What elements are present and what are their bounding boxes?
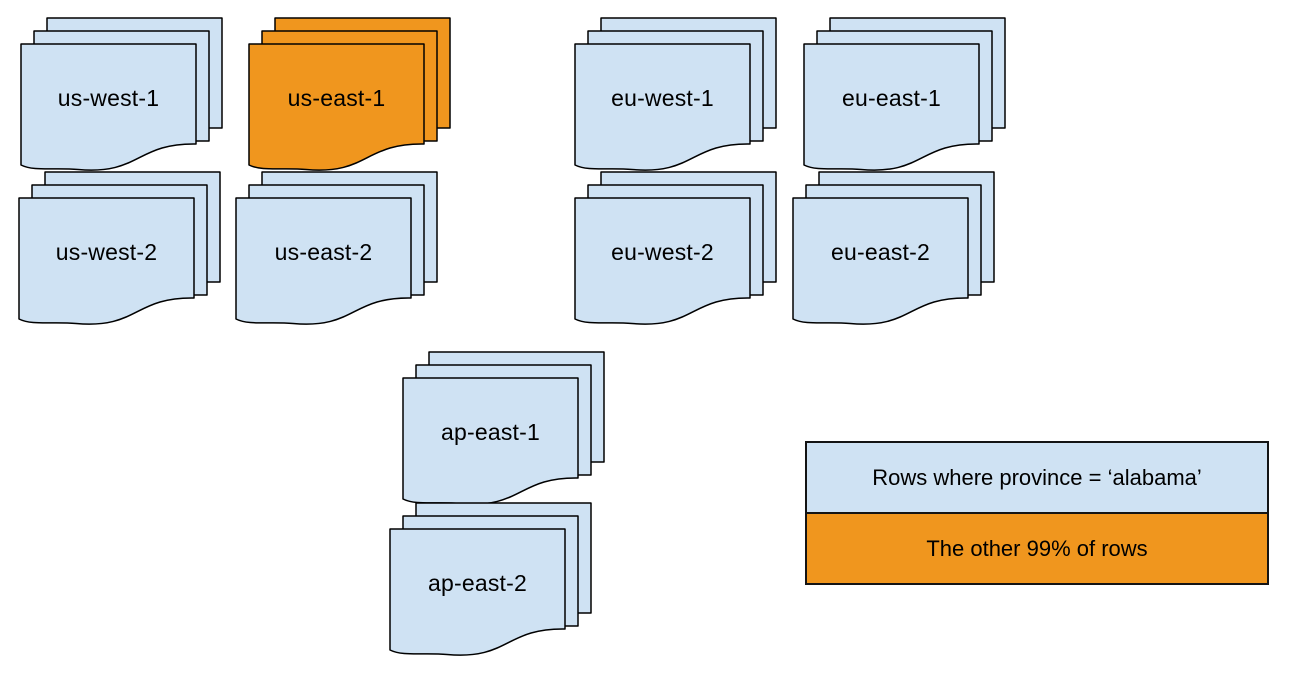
document-stack-us-west-2: us-west-2 (18, 171, 222, 329)
document-stack-eu-west-1: eu-west-1 (574, 17, 778, 175)
stacked-documents-icon (389, 502, 592, 656)
document-stack-eu-east-1: eu-east-1 (803, 17, 1007, 175)
document-stack-ap-east-1: ap-east-1 (402, 351, 606, 509)
stacked-documents-icon (574, 17, 777, 171)
stacked-documents-icon (235, 171, 438, 325)
region-label: us-east-2 (274, 238, 373, 265)
document-stack-us-east-1: us-east-1 (248, 17, 452, 175)
document-stack-eu-west-2: eu-west-2 (574, 171, 778, 329)
stacked-documents-icon (792, 171, 995, 325)
region-label: eu-east-1 (842, 84, 941, 111)
region-label: ap-east-2 (428, 569, 527, 596)
region-label: eu-east-2 (831, 238, 930, 265)
stacked-documents-icon (803, 17, 1006, 171)
legend-item-label: Rows where province = ‘alabama’ (872, 464, 1202, 490)
stacked-documents-icon (248, 17, 451, 171)
document-stack-us-west-1: us-west-1 (20, 17, 224, 175)
legend-item-other-rows: The other 99% of rows (807, 514, 1267, 583)
document-stack-ap-east-2: ap-east-2 (389, 502, 593, 660)
document-stack-us-east-2: us-east-2 (235, 171, 439, 329)
document-stack-eu-east-2: eu-east-2 (792, 171, 996, 329)
stacked-documents-icon (402, 351, 605, 505)
stacked-documents-icon (20, 17, 223, 171)
region-label: us-east-1 (287, 84, 386, 111)
region-label: eu-west-1 (611, 84, 714, 111)
stacked-documents-icon (18, 171, 221, 325)
legend-item-label: The other 99% of rows (926, 535, 1148, 561)
region-label: us-west-1 (57, 84, 160, 111)
legend: Rows where province = ‘alabama’ The othe… (805, 441, 1269, 585)
region-label: eu-west-2 (611, 238, 714, 265)
region-label: us-west-2 (55, 238, 158, 265)
region-label: ap-east-1 (441, 418, 540, 445)
stacked-documents-icon (574, 171, 777, 325)
legend-item-alabama-rows: Rows where province = ‘alabama’ (807, 443, 1267, 514)
